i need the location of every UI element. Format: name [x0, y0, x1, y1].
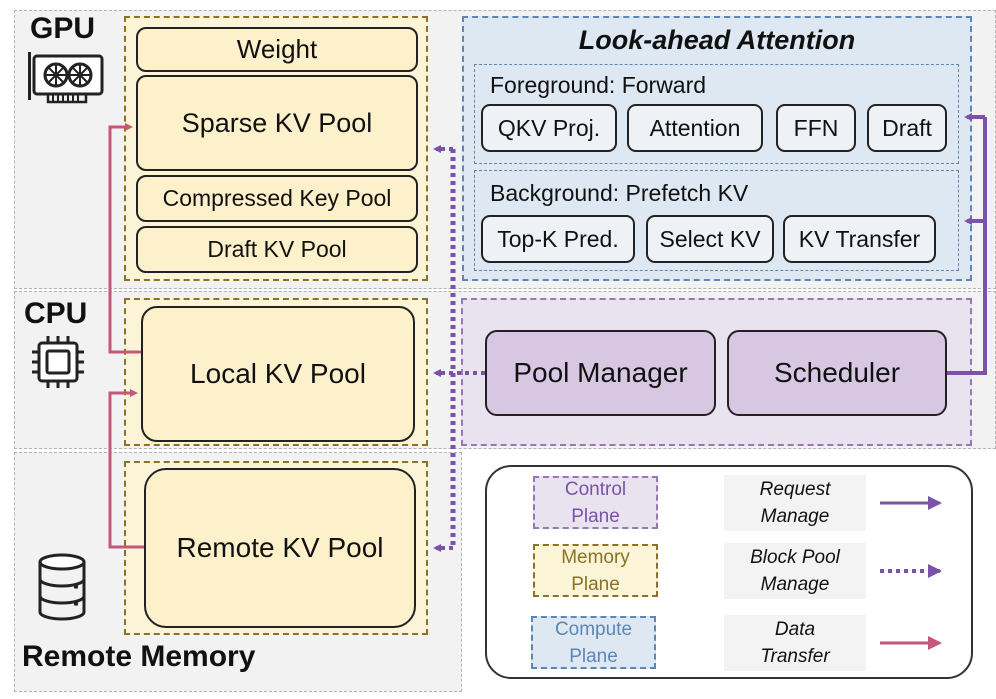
compressed-key-pool: Compressed Key Pool — [136, 175, 418, 222]
legend-control-plane-swatch: Control Plane — [533, 476, 658, 529]
topk-pred-block: Top-K Pred. — [481, 215, 635, 263]
cpu-label: CPU — [24, 297, 88, 330]
ffn-block: FFN — [776, 104, 856, 152]
request-manage-arrow-vertical — [947, 117, 987, 375]
draft-block: Draft — [867, 104, 947, 152]
sparse-kv-pool: Sparse KV Pool — [136, 75, 418, 171]
cpu-icon — [32, 336, 84, 388]
draft-kv-pool: Draft KV Pool — [136, 226, 418, 273]
legend-memory-plane-swatch: Memory Plane — [533, 544, 658, 597]
scheduler: Scheduler — [727, 330, 947, 416]
select-kv-block: Select KV — [646, 215, 774, 263]
gpu-label: GPU — [30, 12, 96, 45]
foreground-label: Foreground: Forward — [490, 72, 707, 98]
legend-data-transfer-label: Data Transfer — [724, 615, 866, 671]
legend-compute-plane-swatch: Compute Plane — [531, 616, 656, 669]
qkv-proj-block: QKV Proj. — [481, 104, 617, 152]
weight-pool: Weight — [136, 27, 418, 72]
foreground-group — [474, 64, 959, 164]
database-icon — [38, 553, 86, 621]
pool-manager: Pool Manager — [485, 330, 716, 416]
remote-kv-pool: Remote KV Pool — [144, 468, 416, 628]
attention-block: Attention — [627, 104, 763, 152]
background-label: Background: Prefetch KV — [490, 180, 749, 206]
local-kv-pool: Local KV Pool — [141, 306, 415, 442]
legend-request-manage-label: Request Manage — [724, 475, 866, 531]
data-transfer-arrow-local-to-sparse — [108, 123, 141, 354]
legend-block-pool-manage-label: Block Pool Manage — [724, 543, 866, 599]
gpu-icon — [28, 52, 104, 104]
data-transfer-arrow-remote-to-local — [108, 389, 144, 549]
kv-transfer-block: KV Transfer — [783, 215, 936, 263]
remote-memory-label: Remote Memory — [22, 640, 256, 673]
background-group — [474, 170, 959, 271]
lookahead-title: Look-ahead Attention — [578, 25, 856, 55]
